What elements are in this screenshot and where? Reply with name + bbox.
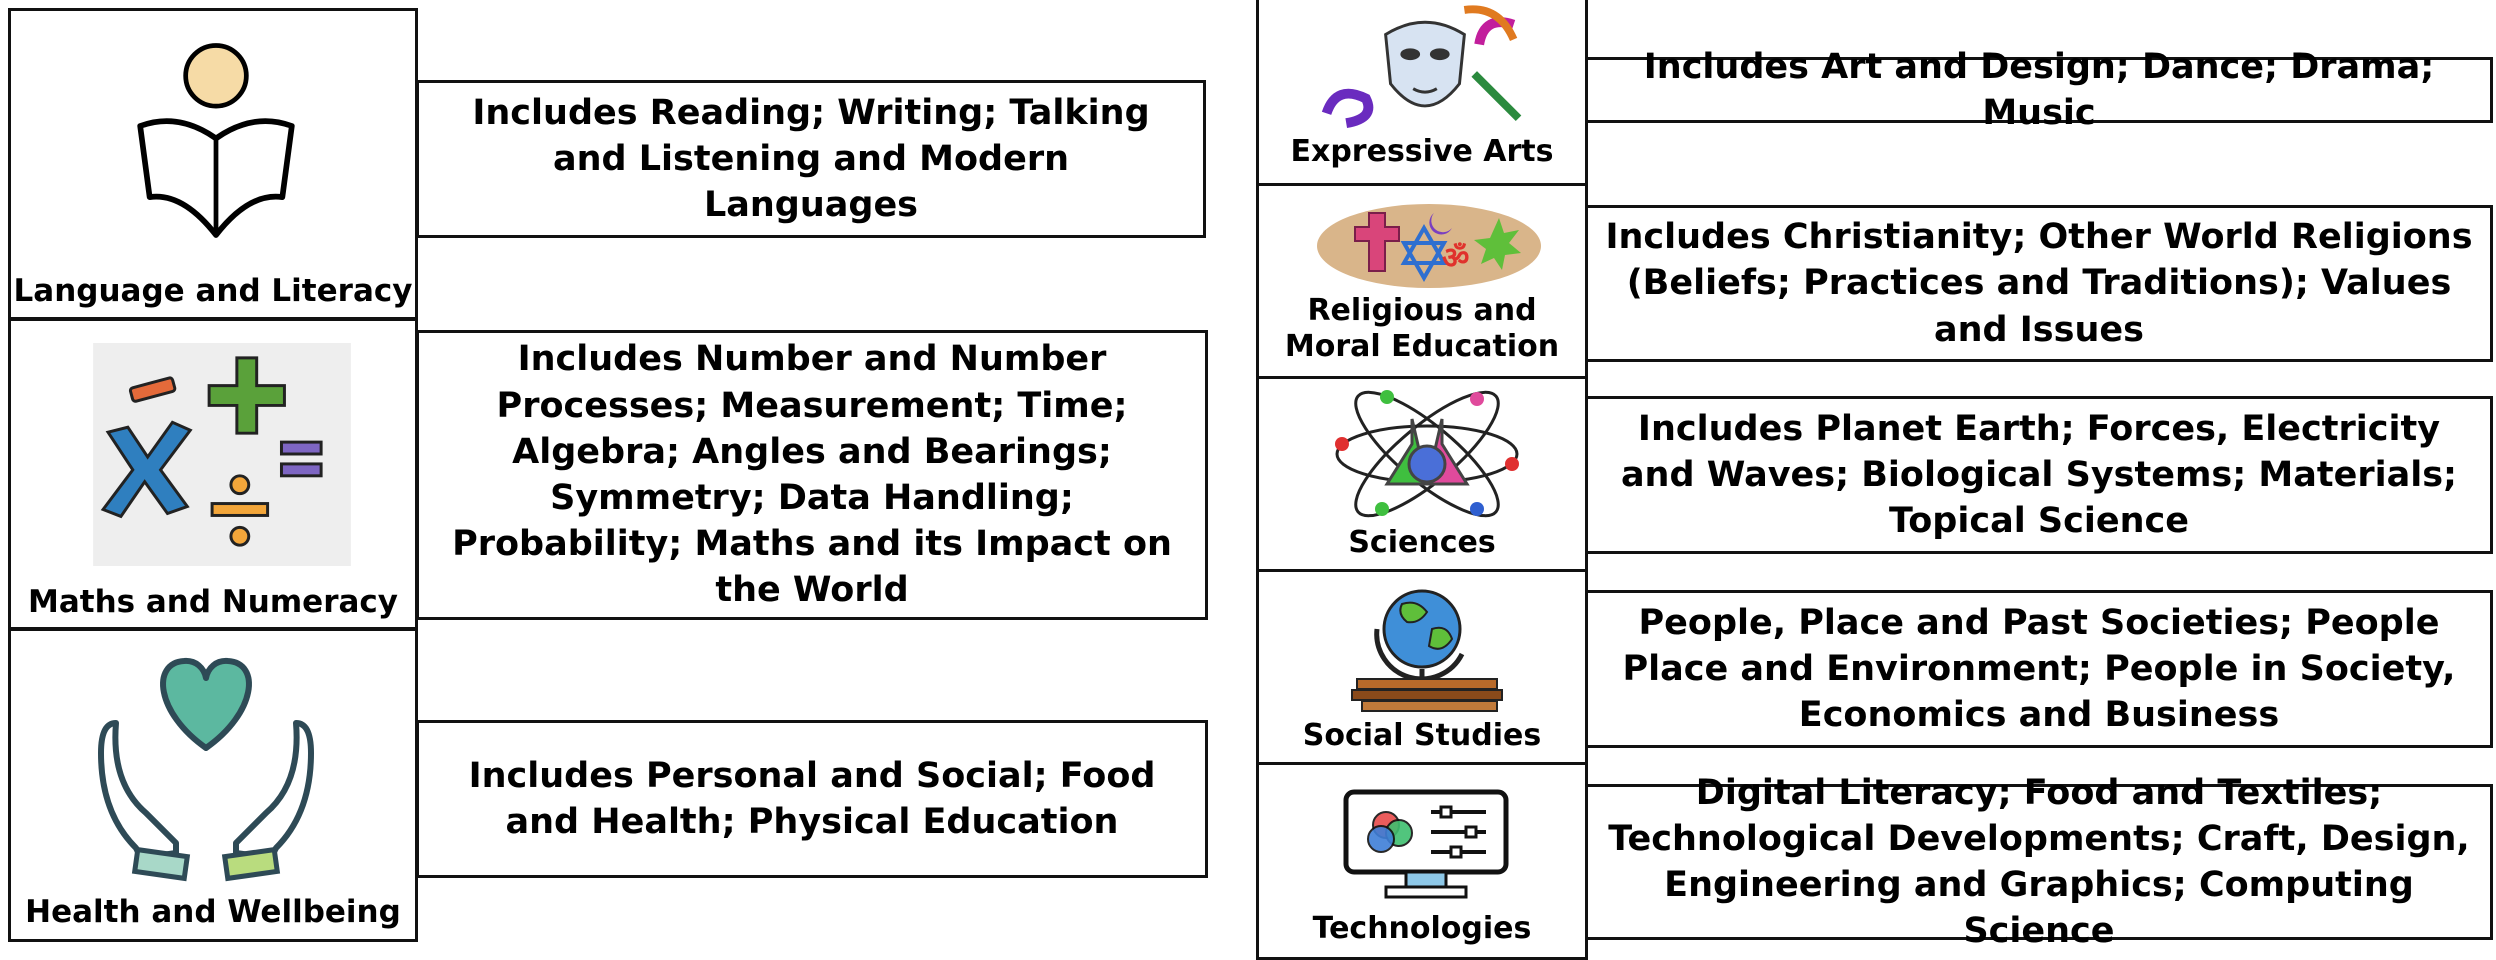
subject-label: Religious and Moral Education (1284, 293, 1560, 364)
reading-person-icon (137, 43, 295, 238)
subject-description: Includes Christianity; Other World Relig… (1585, 205, 2493, 362)
svg-text:ॐ: ॐ (1442, 241, 1469, 276)
sciences-tile: Sciences (1256, 376, 1588, 574)
subject-description: Includes Reading; Writing; Talking and L… (416, 80, 1206, 238)
language-literacy-tile: Language and Literacy (8, 8, 418, 320)
theatre-mask-icon (1321, 5, 1522, 129)
computer-monitor-icon (1343, 789, 1509, 899)
subject-description: Includes Personal and Social; Food and H… (416, 720, 1208, 878)
social-studies-tile: Social Studies (1256, 569, 1588, 767)
subject-description: Includes Number and Number Processes; Me… (416, 330, 1208, 620)
maths-numeracy-tile: Maths and Numeracy (8, 318, 418, 630)
subject-description: People, Place and Past Societies; People… (1585, 590, 2493, 748)
subject-description: Includes Art and Design; Dance; Drama; M… (1585, 47, 2493, 133)
subject-description: Digital Literacy; Food and Textiles; Tec… (1585, 773, 2493, 951)
religious-moral-tile: ॐ Religious and Moral Education (1256, 183, 1588, 381)
subject-label: Language and Literacy (13, 273, 413, 309)
subject-label: Expressive Arts (1290, 134, 1554, 169)
globe-books-icon (1351, 589, 1503, 712)
heart-hands-icon (98, 657, 314, 882)
atom-flask-icon (1335, 390, 1519, 518)
expressive-arts-tile: Expressive Arts (1256, 0, 1588, 186)
subject-label: Sciences (1348, 525, 1496, 560)
subject-label: Technologies (1312, 911, 1532, 946)
health-wellbeing-tile: Health and Wellbeing (8, 628, 418, 942)
subject-label: Social Studies (1302, 718, 1542, 753)
subject-description: Includes Planet Earth; Forces, Electrici… (1585, 396, 2493, 554)
subject-label: Maths and Numeracy (27, 584, 398, 620)
subject-label: Health and Wellbeing (25, 894, 401, 930)
math-symbols-icon (93, 343, 351, 566)
technologies-tile: Technologies (1256, 762, 1588, 960)
religious-symbols-icon: ॐ (1317, 204, 1541, 288)
